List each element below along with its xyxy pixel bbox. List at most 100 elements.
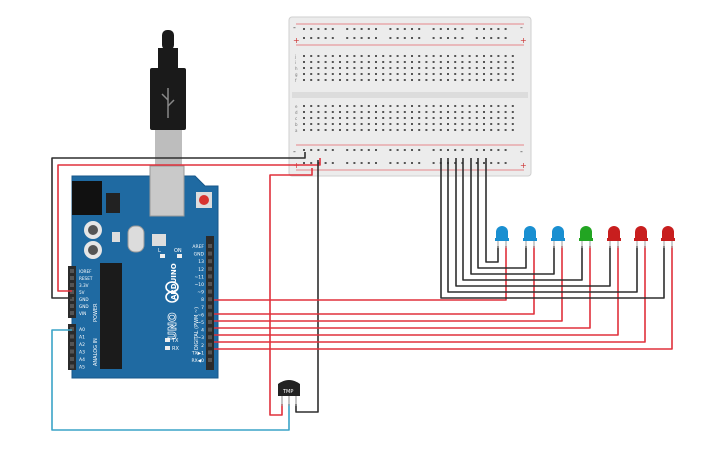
- power-pin[interactable]: [70, 297, 74, 301]
- digital-pin[interactable]: [208, 251, 212, 256]
- breadboard-hole[interactable]: [317, 105, 320, 107]
- breadboard-rail-hole[interactable]: [432, 162, 435, 164]
- breadboard-hole[interactable]: [454, 105, 457, 107]
- breadboard-rail-hole[interactable]: [367, 162, 370, 164]
- breadboard-hole[interactable]: [367, 55, 370, 57]
- breadboard-rail-hole[interactable]: [353, 37, 356, 39]
- breadboard-rail-hole[interactable]: [303, 37, 305, 39]
- breadboard-hole[interactable]: [324, 105, 327, 107]
- digital-pin[interactable]: [208, 350, 212, 355]
- breadboard-hole[interactable]: [375, 79, 377, 81]
- breadboard-hole[interactable]: [439, 67, 442, 69]
- wire-sensor-gnd-black[interactable]: [295, 160, 319, 413]
- breadboard-rail-hole[interactable]: [396, 149, 399, 151]
- breadboard-rail-hole[interactable]: [324, 37, 327, 39]
- breadboard-rail-hole[interactable]: [490, 28, 493, 30]
- breadboard-rail-hole[interactable]: [461, 28, 464, 30]
- breadboard-hole[interactable]: [303, 123, 305, 125]
- breadboard-hole[interactable]: [375, 61, 377, 63]
- breadboard-hole[interactable]: [418, 79, 421, 81]
- breadboard-rail-hole[interactable]: [324, 28, 327, 30]
- breadboard-hole[interactable]: [375, 111, 377, 113]
- breadboard-hole[interactable]: [454, 123, 457, 125]
- breadboard-rail-hole[interactable]: [454, 28, 457, 30]
- breadboard-hole[interactable]: [331, 117, 334, 119]
- breadboard-hole[interactable]: [475, 67, 478, 69]
- breadboard-hole[interactable]: [303, 55, 305, 57]
- breadboard-rail-hole[interactable]: [483, 149, 485, 151]
- breadboard-hole[interactable]: [396, 111, 399, 113]
- breadboard-rail-hole[interactable]: [310, 28, 313, 30]
- breadboard-hole[interactable]: [360, 73, 363, 75]
- breadboard-hole[interactable]: [425, 111, 428, 113]
- wire-led3-gnd[interactable]: [470, 158, 555, 275]
- breadboard-hole[interactable]: [511, 117, 514, 119]
- breadboard-rail-hole[interactable]: [403, 37, 406, 39]
- breadboard-hole[interactable]: [389, 105, 392, 107]
- breadboard-hole[interactable]: [468, 73, 471, 75]
- breadboard-hole[interactable]: [425, 123, 428, 125]
- breadboard-hole[interactable]: [461, 111, 464, 113]
- breadboard-hole[interactable]: [504, 123, 507, 125]
- breadboard-hole[interactable]: [375, 117, 377, 119]
- breadboard-hole[interactable]: [483, 129, 485, 131]
- breadboard-rail-hole[interactable]: [331, 162, 334, 164]
- digital-pin[interactable]: [208, 327, 212, 332]
- wire-pin3-red[interactable]: [214, 246, 646, 343]
- breadboard-hole[interactable]: [475, 111, 478, 113]
- breadboard-hole[interactable]: [317, 123, 320, 125]
- breadboard-hole[interactable]: [418, 73, 421, 75]
- breadboard-hole[interactable]: [346, 105, 349, 107]
- breadboard-hole[interactable]: [411, 117, 413, 119]
- breadboard-hole[interactable]: [454, 129, 457, 131]
- breadboard-hole[interactable]: [331, 73, 334, 75]
- breadboard-hole[interactable]: [461, 129, 464, 131]
- breadboard-hole[interactable]: [418, 61, 421, 63]
- breadboard-hole[interactable]: [353, 61, 356, 63]
- breadboard-hole[interactable]: [468, 111, 471, 113]
- breadboard-rail-hole[interactable]: [303, 149, 305, 151]
- breadboard-hole[interactable]: [511, 123, 514, 125]
- breadboard-hole[interactable]: [331, 67, 334, 69]
- breadboard-hole[interactable]: [389, 123, 392, 125]
- breadboard-rail-hole[interactable]: [310, 37, 313, 39]
- breadboard-hole[interactable]: [339, 61, 341, 63]
- led-green-1[interactable]: [579, 226, 593, 248]
- breadboard-hole[interactable]: [497, 73, 500, 75]
- breadboard-hole[interactable]: [382, 67, 385, 69]
- breadboard-rail-hole[interactable]: [353, 149, 356, 151]
- breadboard-rail-hole[interactable]: [447, 28, 449, 30]
- breadboard-hole[interactable]: [490, 61, 493, 63]
- breadboard-hole[interactable]: [511, 105, 514, 107]
- breadboard-hole[interactable]: [310, 123, 313, 125]
- digital-pin[interactable]: [208, 244, 212, 248]
- usb-cable[interactable]: [150, 30, 186, 170]
- digital-pin[interactable]: [208, 259, 212, 264]
- led-blue-3[interactable]: [551, 226, 565, 248]
- breadboard-hole[interactable]: [317, 73, 320, 75]
- breadboard-rail-hole[interactable]: [360, 162, 363, 164]
- breadboard-rail-hole[interactable]: [497, 28, 500, 30]
- breadboard-hole[interactable]: [310, 73, 313, 75]
- breadboard-hole[interactable]: [432, 129, 435, 131]
- breadboard-hole[interactable]: [367, 73, 370, 75]
- breadboard-rail-hole[interactable]: [389, 149, 392, 151]
- power-pin[interactable]: [70, 283, 74, 287]
- breadboard-hole[interactable]: [382, 123, 385, 125]
- breadboard-rail-hole[interactable]: [389, 162, 392, 164]
- breadboard-rail-hole[interactable]: [331, 28, 334, 30]
- breadboard-rail-hole[interactable]: [504, 162, 507, 164]
- breadboard-hole[interactable]: [324, 61, 327, 63]
- breadboard-hole[interactable]: [389, 55, 392, 57]
- breadboard-hole[interactable]: [310, 61, 313, 63]
- breadboard-hole[interactable]: [497, 111, 500, 113]
- breadboard-hole[interactable]: [339, 111, 341, 113]
- breadboard-hole[interactable]: [439, 73, 442, 75]
- breadboard-rail-hole[interactable]: [497, 37, 500, 39]
- breadboard-rail-hole[interactable]: [367, 37, 370, 39]
- breadboard-hole[interactable]: [418, 123, 421, 125]
- breadboard-hole[interactable]: [360, 55, 363, 57]
- breadboard-hole[interactable]: [490, 67, 493, 69]
- breadboard-hole[interactable]: [396, 79, 399, 81]
